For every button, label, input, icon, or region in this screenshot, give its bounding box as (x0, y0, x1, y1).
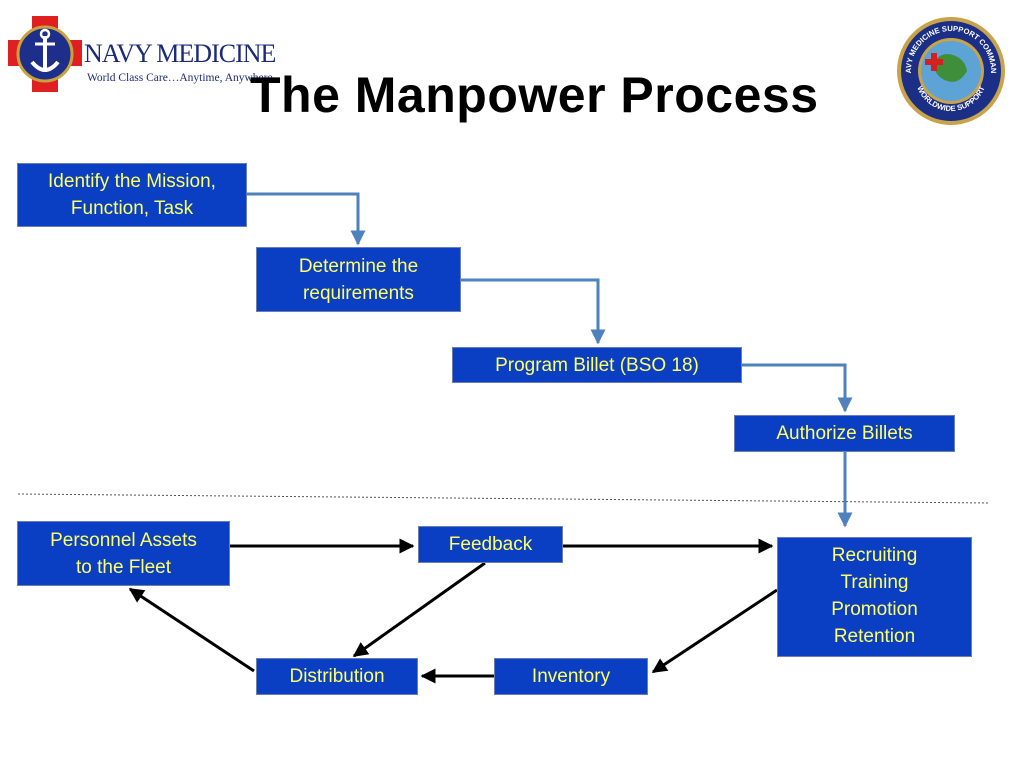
identify-mission-line-2: Function, Task (70, 198, 194, 219)
inventory-label: Inventory (531, 666, 611, 687)
distribution-box: Distribution (256, 658, 418, 695)
distribution-label: Distribution (289, 666, 385, 687)
determine-requirements-box: Determine the requirements (256, 247, 461, 312)
connector-recruiting-to-inventory (651, 588, 778, 674)
inventory-box: Inventory (494, 658, 648, 695)
connector-distribution-to-personnel (128, 587, 255, 673)
connector-identify-to-determine (247, 192, 366, 246)
program-billet-box: Program Billet (BSO 18) (452, 347, 742, 383)
authorize-billets-box: Authorize Billets (734, 415, 955, 452)
navy-medicine-logo: NAVY MEDICINE World Class Care…Anytime, … (8, 14, 276, 96)
determine-requirements-line-1: Determine the (298, 255, 419, 277)
globe-seal-icon: NAVY MEDICINE SUPPORT COMMAND WORLDWIDE … (892, 8, 1005, 125)
page-title: The Manpower Process (250, 67, 819, 123)
recruiting-training-box: Recruiting Training Promotion Retention (777, 537, 972, 657)
determine-requirements-line-2: requirements (303, 282, 414, 304)
connector-determine-to-program (461, 278, 606, 345)
program-billet-label: Program Billet (BSO 18) (495, 354, 699, 376)
identify-mission-box: Identify the Mission, Function, Task (17, 163, 247, 227)
retention-line: Retention (833, 626, 916, 647)
promotion-line: Promotion (831, 599, 918, 620)
support-command-seal: NAVY MEDICINE SUPPORT COMMAND WORLDWIDE … (892, 8, 1007, 127)
feedback-label: Feedback (448, 534, 533, 555)
personnel-assets-line-1: Personnel Assets (50, 529, 197, 551)
personnel-assets-line-2: to the Fleet (75, 556, 172, 578)
personnel-assets-box: Personnel Assets to the Fleet (17, 521, 230, 586)
connector-program-to-authorize (742, 363, 853, 413)
connector-feedback-to-distribution (352, 561, 486, 658)
logo-tagline: World Class Care…Anytime, Anywhere (87, 72, 273, 84)
feedback-box: Feedback (418, 526, 563, 563)
authorize-billets-label: Authorize Billets (776, 423, 913, 444)
training-line: Training (840, 572, 909, 593)
recruiting-line: Recruiting (831, 545, 918, 566)
logo-brand-text: NAVY MEDICINE (84, 39, 276, 68)
identify-mission-line-1: Identify the Mission, (48, 171, 216, 192)
anchor-cross-icon (8, 16, 82, 92)
